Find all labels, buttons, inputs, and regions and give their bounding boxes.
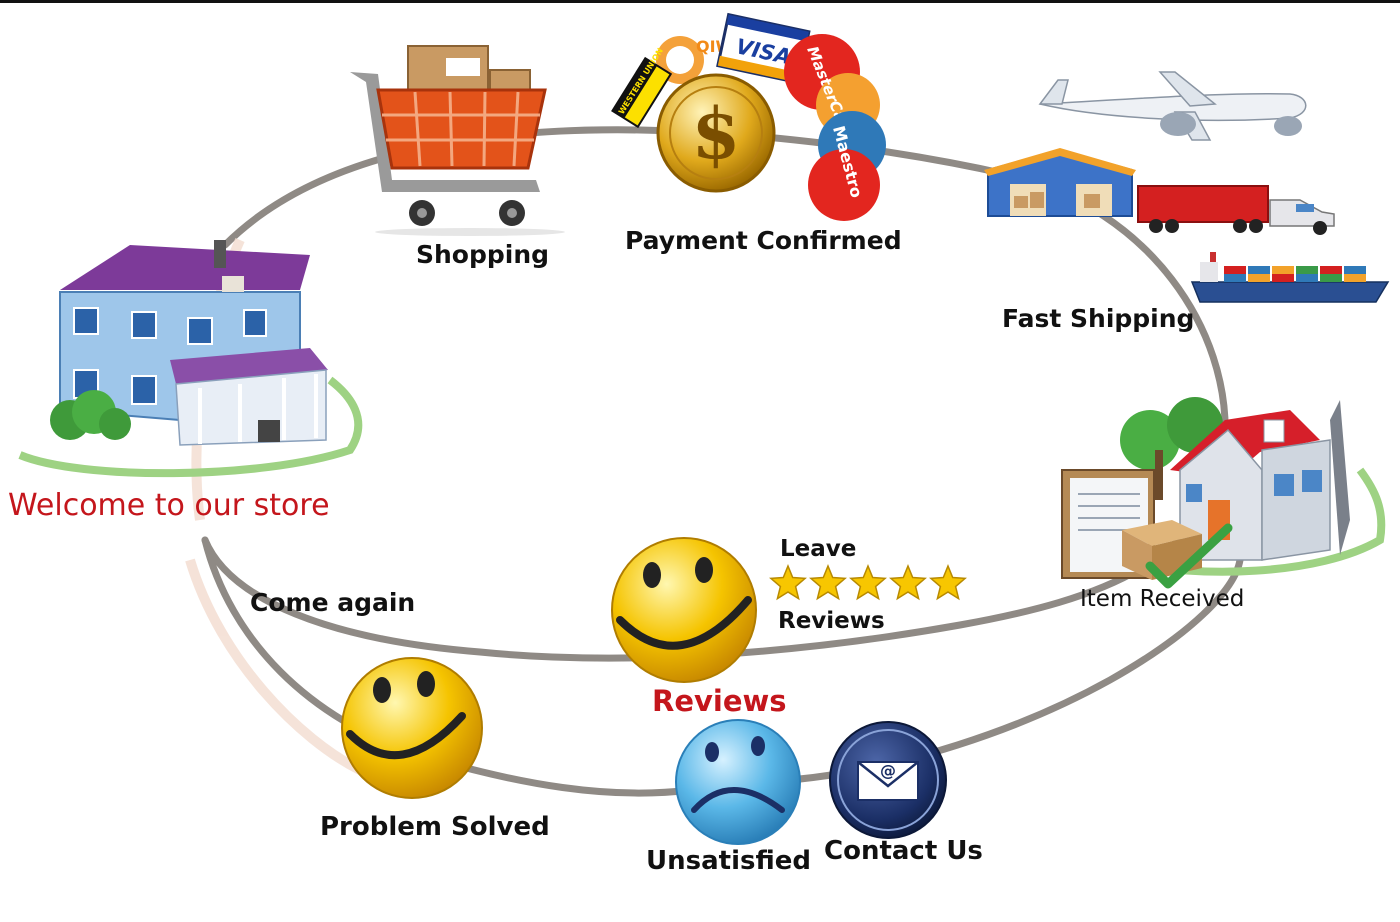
warehouse-icon [984,148,1136,217]
label-come-again: Come again [250,588,416,617]
shopping-cart-icon [350,45,565,236]
checkmark-icon [1145,523,1233,589]
label-unsatisfied: Unsatisfied [646,846,811,876]
star-icon [809,564,847,601]
sad-smiley-icon [675,719,801,845]
airplane-icon [1038,71,1307,141]
delivered-house-icon [1109,397,1386,576]
star-icon [929,564,967,601]
top-border [0,0,1400,3]
truck-icon [1137,185,1335,235]
label-welcome: Welcome to our store [8,488,330,523]
svg-text:$: $ [692,92,741,175]
happy-smiley-icon [611,537,757,683]
label-payment-confirmed: Payment Confirmed [625,226,902,255]
label-shopping: Shopping [416,240,550,269]
label-fast-shipping: Fast Shipping [1002,304,1195,333]
svg-text:@: @ [880,761,896,780]
rating-stars [769,564,967,601]
star-icon [769,564,807,601]
label-item-received: Item Received [1080,586,1245,612]
star-icon [849,564,887,601]
package-box-icon [1122,520,1202,580]
label-reviews: Reviews [652,684,787,718]
envelope-icon: @ [829,721,947,839]
dollar-coin-icon: $ [656,73,776,193]
star-icon [889,564,927,601]
label-contact-us: Contact Us [824,836,983,866]
label-reviews-small: Reviews [778,608,885,634]
label-problem-solved: Problem Solved [320,812,550,842]
house-icon [18,240,363,478]
label-leave: Leave [780,536,857,562]
happy-smiley-icon [341,657,483,799]
cargo-ship-icon [1190,252,1390,303]
